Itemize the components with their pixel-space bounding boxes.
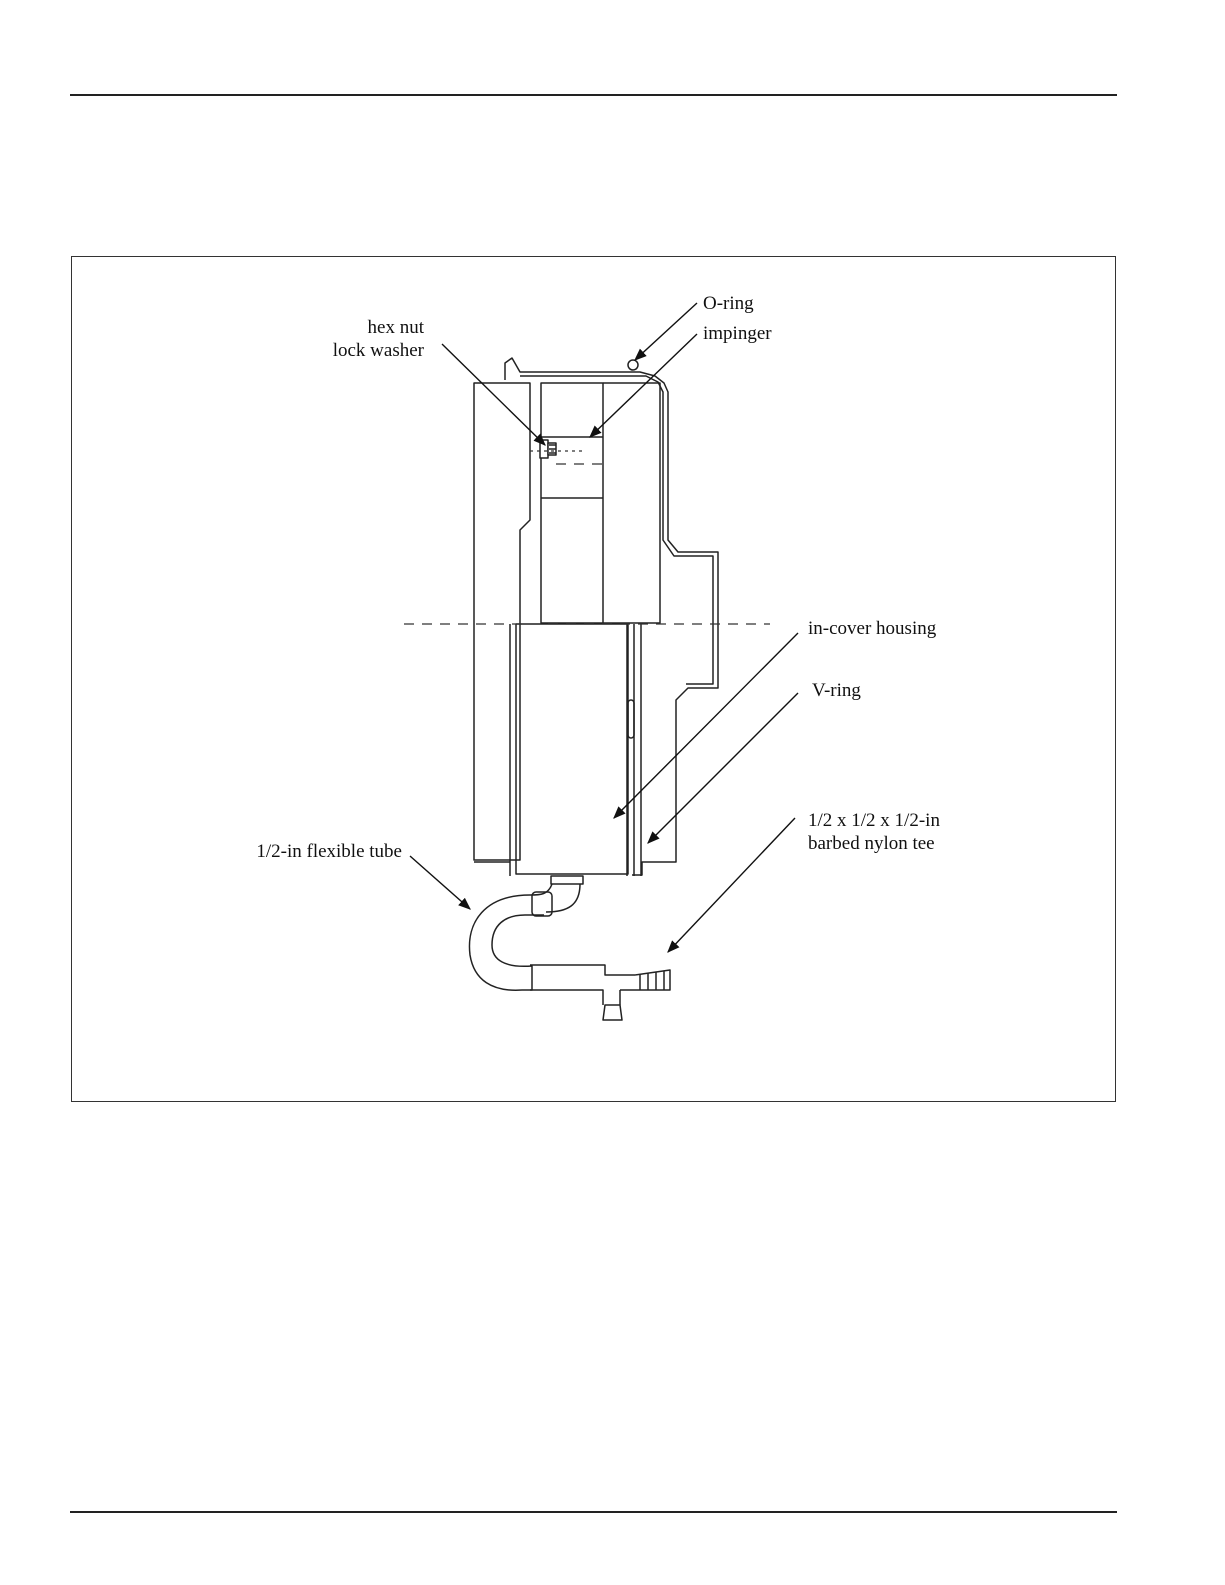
label-o-ring: O-ring: [703, 293, 754, 314]
main-housing-outline: [474, 383, 530, 860]
label-impinger: impinger: [703, 323, 772, 344]
v-ring-slot: [628, 700, 634, 738]
footer-rule: [70, 1511, 1117, 1513]
flexible-tube: [469, 884, 580, 990]
barbed-nylon-tee: [530, 965, 670, 1005]
flexible-tube-leader: [410, 856, 470, 909]
label-v-ring: V-ring: [812, 680, 861, 701]
label-lock-washer: lock washer: [333, 340, 425, 361]
label-flexible-tube: 1/2-in flexible tube: [256, 841, 402, 862]
impinger-leader: [590, 334, 697, 437]
label-in-cover-housing: in-cover housing: [808, 618, 937, 639]
tee-leader: [668, 818, 795, 952]
in-cover-housing-body: [516, 624, 628, 874]
top-flange: [505, 358, 718, 875]
label-tee-line1: 1/2 x 1/2 x 1/2-in: [808, 810, 940, 831]
o-ring-leader: [635, 303, 697, 360]
impinger-cartridge: [541, 383, 603, 623]
label-tee-line2: barbed nylon tee: [808, 833, 935, 854]
hex-nut: [540, 440, 548, 458]
label-hex-nut: hex nut: [368, 317, 425, 338]
v-ring-leader: [648, 693, 798, 843]
o-ring: [628, 360, 638, 370]
